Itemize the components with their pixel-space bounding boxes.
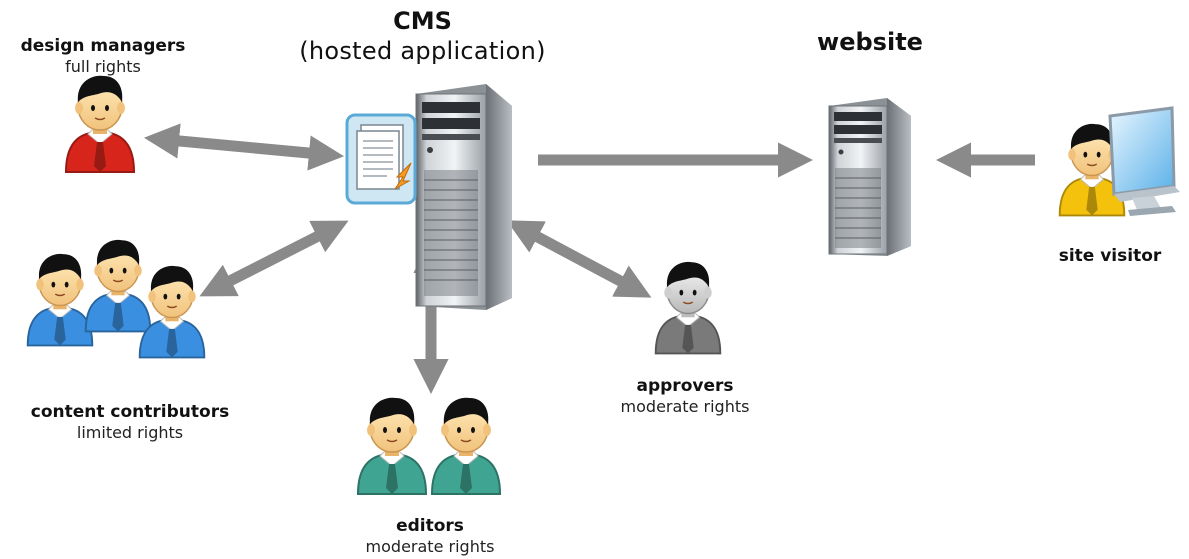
person-icon xyxy=(654,261,722,355)
server-tower-icon xyxy=(828,98,911,256)
approvers-label: approvers moderate rights xyxy=(580,376,790,417)
person-icon xyxy=(430,397,502,495)
person-icon xyxy=(84,239,152,333)
content-contributors-label: content contributors limited rights xyxy=(0,402,260,443)
design-managers-label: design managers full rights xyxy=(0,36,206,77)
content-contributors-rights: limited rights xyxy=(76,423,184,442)
person-icon xyxy=(64,75,136,173)
site-visitor-label: site visitor xyxy=(1040,246,1180,267)
site-visitor-role: site visitor xyxy=(1058,246,1162,266)
cms-title: CMS (hosted application) xyxy=(250,6,595,66)
document-icon xyxy=(345,113,417,205)
server-tower-icon xyxy=(415,84,512,310)
cms-subtitle-text: (hosted application) xyxy=(299,37,546,65)
arrow-contributors-cms xyxy=(199,220,349,297)
content-contributors-role: content contributors xyxy=(30,402,230,422)
person-icon xyxy=(356,397,428,495)
website-title: website xyxy=(817,28,923,56)
person-icon xyxy=(26,253,94,347)
arrow-approvers-cms xyxy=(506,220,652,298)
approvers-role: approvers xyxy=(636,376,734,396)
arrow-design-managers-cms xyxy=(143,123,345,171)
people-layer xyxy=(26,75,1126,495)
editors-rights: moderate rights xyxy=(365,537,495,556)
person-icon xyxy=(138,265,206,359)
editors-role: editors xyxy=(396,516,464,536)
approvers-rights: moderate rights xyxy=(620,397,750,416)
design-managers-role: design managers xyxy=(20,36,186,56)
design-managers-rights: full rights xyxy=(65,57,141,76)
monitor-icon xyxy=(1108,106,1180,216)
editors-label: editors moderate rights xyxy=(325,516,535,557)
cms-title-text: CMS xyxy=(393,7,452,35)
